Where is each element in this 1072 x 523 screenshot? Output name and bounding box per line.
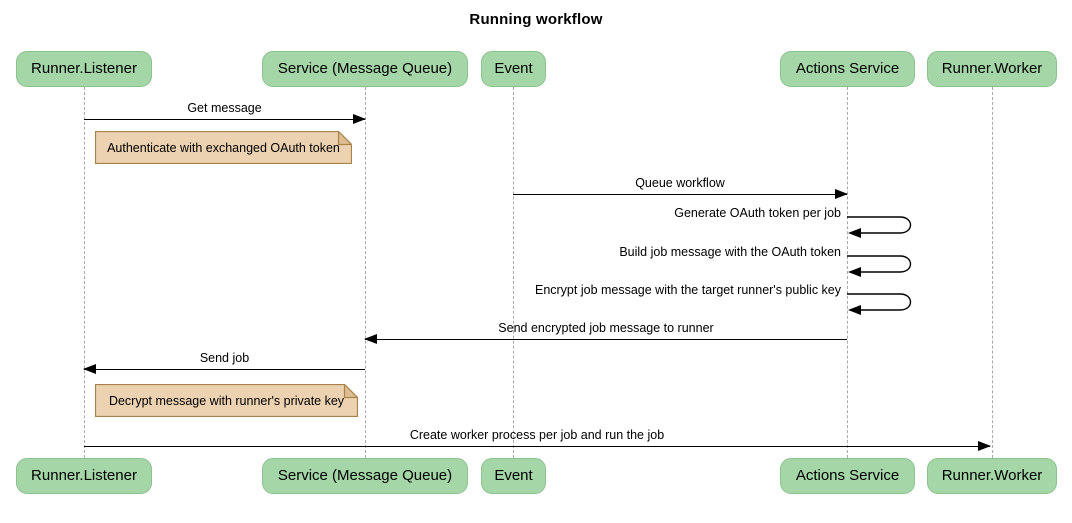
self-message-build-job-label: Build job message with the OAuth token bbox=[619, 245, 841, 259]
self-loop-icon bbox=[847, 293, 912, 315]
arrowhead-right-icon bbox=[353, 113, 366, 124]
self-loop-icon bbox=[847, 216, 912, 238]
arrowhead-left-icon bbox=[364, 333, 377, 344]
message-line bbox=[83, 363, 365, 374]
participant-event-top: Event bbox=[481, 51, 546, 87]
message-line bbox=[513, 188, 848, 199]
message-line bbox=[364, 333, 847, 344]
note-shape bbox=[94, 383, 359, 418]
note-shape bbox=[94, 130, 353, 165]
participant-runner-worker-bottom: Runner.Worker bbox=[927, 458, 1057, 494]
message-label: Send encrypted job message to runner bbox=[498, 321, 714, 335]
arrowhead-right-icon bbox=[835, 188, 848, 199]
message-label: Get message bbox=[187, 101, 262, 115]
note-text: Authenticate with exchanged OAuth token bbox=[107, 140, 340, 155]
message-line bbox=[84, 113, 366, 124]
message-label: Create worker process per job and run th… bbox=[409, 428, 665, 442]
note-authenticate-oauth: Authenticate with exchanged OAuth token bbox=[94, 130, 353, 165]
arrowhead-left-icon bbox=[83, 363, 96, 374]
message-line bbox=[84, 440, 991, 451]
message-label: Send job bbox=[199, 351, 250, 365]
message-send-encrypted-job: Send encrypted job message to runner bbox=[364, 321, 847, 344]
arrowhead-right-icon bbox=[978, 440, 991, 451]
message-label: Queue workflow bbox=[635, 176, 725, 190]
participant-event-bottom: Event bbox=[481, 458, 546, 494]
participant-runner-worker-top: Runner.Worker bbox=[927, 51, 1057, 87]
note-text: Decrypt message with runner's private ke… bbox=[108, 393, 345, 408]
lifeline-actions-service bbox=[847, 87, 848, 458]
self-loop-icon bbox=[847, 255, 912, 277]
diagram-title: Running workflow bbox=[469, 11, 603, 28]
lifeline-event bbox=[513, 87, 514, 458]
message-queue-workflow: Queue workflow bbox=[513, 176, 848, 199]
lifeline-service-message-queue bbox=[365, 87, 366, 458]
self-message-generate-oauth-label: Generate OAuth token per job bbox=[674, 206, 841, 220]
message-get-message: Get message bbox=[84, 101, 366, 124]
lifeline-runner-worker bbox=[992, 87, 993, 458]
participant-service-message-queue-bottom: Service (Message Queue) bbox=[262, 458, 468, 494]
lifeline-runner-listener bbox=[84, 87, 85, 458]
participant-actions-service-bottom: Actions Service bbox=[780, 458, 915, 494]
note-decrypt-private-key: Decrypt message with runner's private ke… bbox=[94, 383, 359, 418]
participant-actions-service-top: Actions Service bbox=[780, 51, 915, 87]
message-send-job: Send job bbox=[83, 351, 365, 374]
participant-service-message-queue-top: Service (Message Queue) bbox=[262, 51, 468, 87]
self-message-encrypt-job-label: Encrypt job message with the target runn… bbox=[534, 283, 841, 297]
participant-runner-listener-top: Runner.Listener bbox=[16, 51, 152, 87]
message-create-worker-process: Create worker process per job and run th… bbox=[84, 428, 991, 451]
participant-runner-listener-bottom: Runner.Listener bbox=[16, 458, 152, 494]
